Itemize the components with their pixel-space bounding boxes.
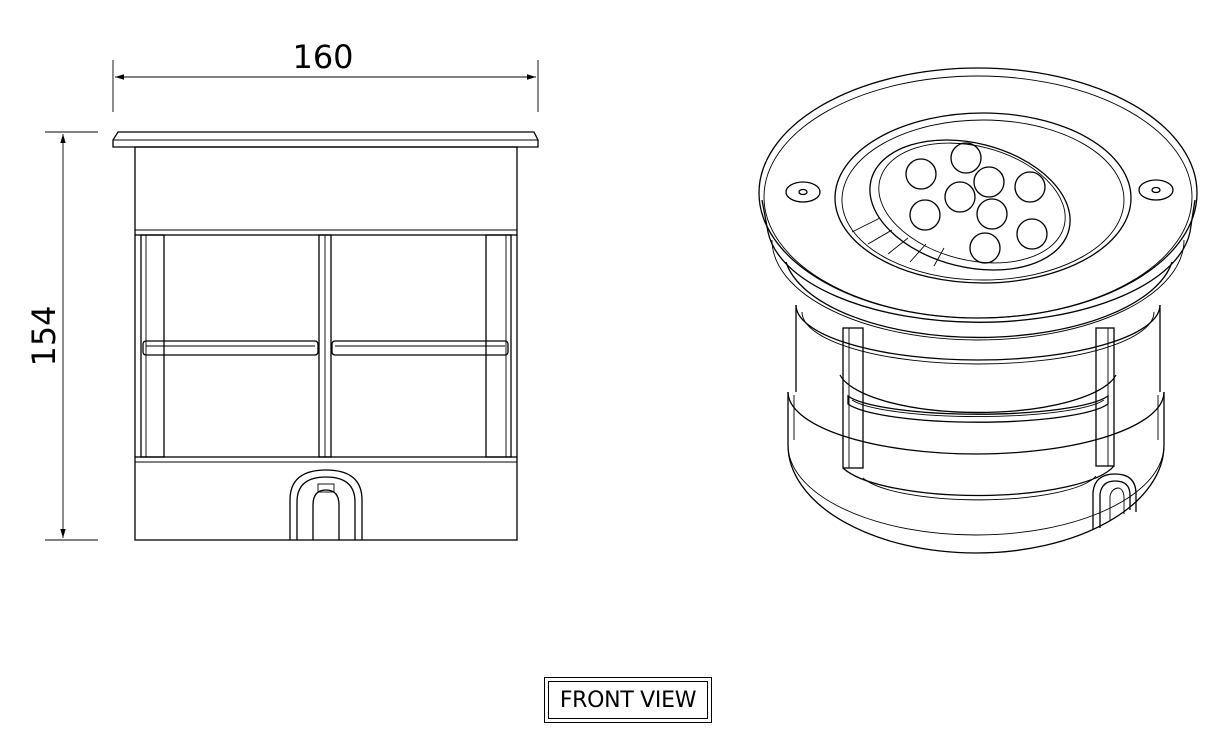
height-dimension-label: 154 <box>25 305 63 366</box>
led-lens <box>905 158 937 190</box>
iso-inner-recess <box>834 112 1132 284</box>
top-flange <box>112 131 539 148</box>
led-lens <box>1014 171 1046 203</box>
led-lens <box>976 198 1008 230</box>
cage-section <box>134 234 518 458</box>
cable-clip <box>289 469 363 540</box>
iso-base <box>787 391 1165 554</box>
iso-screw-right <box>1138 179 1174 201</box>
isometric-view-drawing <box>758 67 1198 554</box>
led-lens <box>973 166 1005 198</box>
iso-screw-left <box>785 181 821 203</box>
front-view-drawing: 160 154 <box>25 38 539 541</box>
iso-led-module <box>869 139 1071 271</box>
height-dimension: 154 <box>25 131 98 541</box>
iso-led-array <box>905 142 1048 264</box>
iso-top-flange <box>758 67 1198 341</box>
led-lens <box>1016 218 1048 250</box>
width-dimension-label: 160 <box>292 38 353 76</box>
upper-housing <box>134 146 518 236</box>
iso-cage <box>795 304 1161 501</box>
led-lens <box>909 199 941 231</box>
led-lens <box>944 181 976 213</box>
view-caption-box: FRONT VIEW <box>544 677 712 723</box>
width-dimension: 160 <box>112 38 539 112</box>
base-housing <box>134 456 518 541</box>
led-lens <box>969 232 1001 264</box>
iso-cable-clip <box>1092 473 1137 530</box>
view-caption-label: FRONT VIEW <box>548 681 708 719</box>
led-lens <box>950 142 982 174</box>
